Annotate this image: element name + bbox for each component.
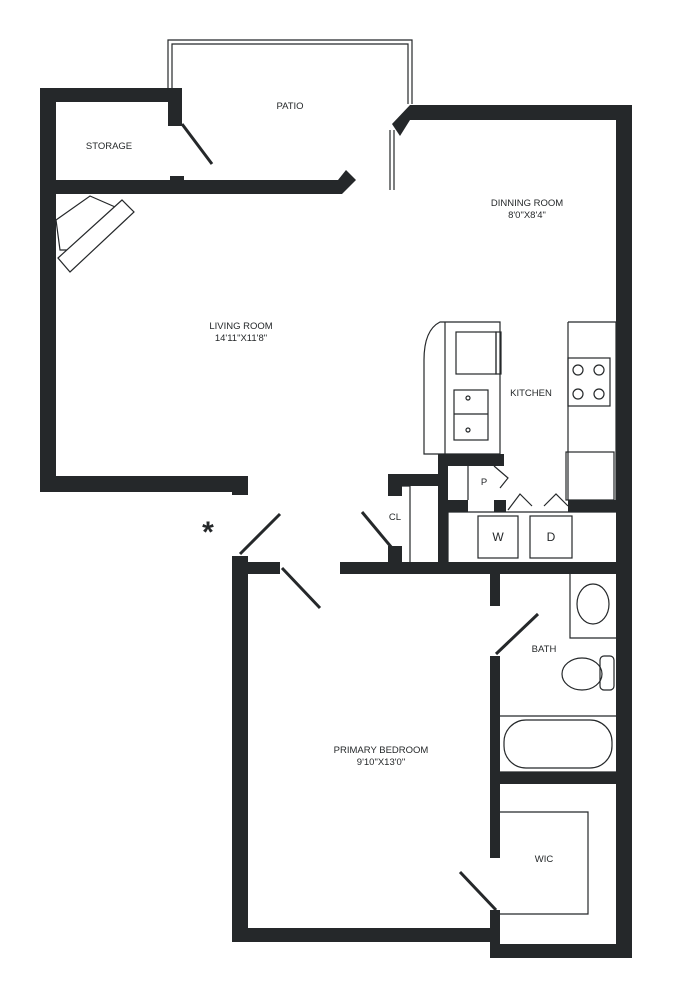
fixtures (55, 39, 617, 915)
sink (576, 583, 610, 625)
wic-shelf (500, 811, 589, 915)
room-label-bath: BATH (531, 644, 557, 655)
room-label-kitchen: KITCHEN (510, 388, 552, 399)
room-label-pantry: P (480, 477, 488, 488)
walls (40, 88, 632, 958)
storage-door (180, 123, 214, 165)
entry-marker: * (202, 516, 214, 549)
washer-label: W (492, 530, 504, 544)
stove (567, 357, 611, 407)
kitchen-counter-right (567, 321, 617, 500)
bathtub (500, 715, 616, 773)
toilet (561, 657, 603, 691)
patio-rail (167, 39, 413, 104)
dryer (529, 515, 573, 559)
room-label-storage: STORAGE (85, 141, 133, 152)
room-label-patio: PATIO (276, 101, 304, 112)
dryer-label: D (546, 530, 556, 544)
refrigerator (565, 451, 615, 501)
entry-door (238, 512, 282, 556)
room-label-wic: WIC (534, 854, 554, 865)
washer (477, 515, 519, 559)
kitchen-sink (453, 389, 489, 441)
bedroom-door (280, 566, 322, 610)
room-label-closet: CL (388, 512, 402, 523)
closet-door (360, 511, 394, 549)
kitchen-counter (423, 321, 501, 455)
bath-door (494, 612, 540, 656)
wic-door (458, 870, 498, 912)
patio-sliding-door (389, 130, 395, 190)
vanity (569, 574, 616, 639)
